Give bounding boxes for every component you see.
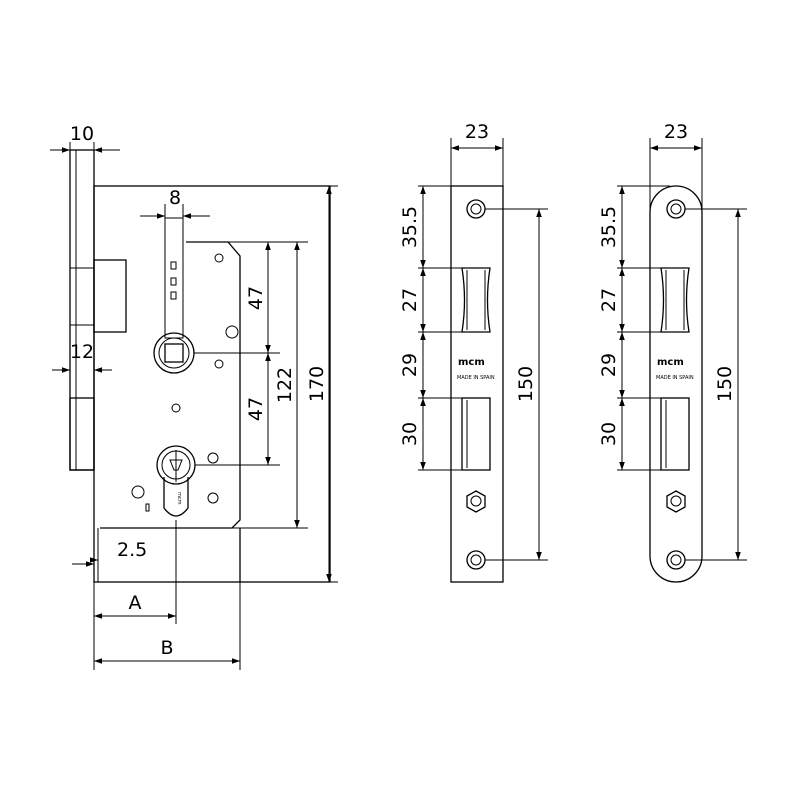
spindle-square [164, 343, 184, 363]
bolt-opening [461, 397, 491, 471]
screw-hole-top [466, 199, 486, 219]
dim-offset: 2.5 [117, 539, 147, 561]
lock-case [93, 185, 331, 583]
strike-brand: mcm [657, 357, 684, 368]
bolt-opening [660, 397, 690, 471]
dim-strike-latch: 27 [399, 288, 421, 312]
dim-a: A [129, 592, 142, 614]
follower-hub [153, 332, 195, 374]
strike-square-dimensions: 23 35.5 27 29 30 150 [399, 121, 548, 561]
dim-strike-latch: 27 [598, 288, 620, 312]
strike-plate-outline [450, 185, 504, 583]
dim-strike-gap: 29 [598, 353, 620, 377]
dim-strike-width: 23 [465, 121, 489, 143]
dim-b: B [160, 637, 173, 659]
dim-strike-top: 35.5 [399, 206, 421, 248]
screw-hole-top [666, 199, 686, 219]
strike-plate-square: mcm MADE IN SPAIN [450, 185, 504, 583]
dim-strike-bolt: 30 [399, 422, 421, 446]
screw-hole-hex [666, 490, 686, 513]
dim-body-height: 170 [306, 366, 328, 402]
lock-body-dimensions: 10 8 12 47 47 122 170 [50, 123, 338, 670]
screw-hole [171, 403, 181, 413]
strike-brand: mcm [458, 357, 485, 368]
strike-plate-round: mcm MADE IN SPAIN [649, 185, 703, 583]
screw-hole [207, 452, 219, 464]
screw-hole [225, 325, 239, 339]
screw-hole [214, 359, 224, 369]
screw-hole-bottom [466, 550, 486, 570]
dim-upper-spacing: 47 [245, 286, 267, 310]
dim-faceplate-thickness: 10 [70, 123, 94, 145]
lock-body: mcm [69, 149, 331, 583]
strike-made-in: MADE IN SPAIN [656, 375, 694, 381]
cylinder-brand: mcm [176, 492, 182, 505]
latch-bolt [93, 259, 127, 333]
dim-strike-top: 35.5 [598, 206, 620, 248]
latch-opening [660, 267, 690, 333]
dim-strike-screws: 150 [515, 366, 537, 402]
screw-hole-bottom [666, 550, 686, 570]
strike-plate-outline [649, 185, 703, 583]
inner-plate [100, 241, 241, 529]
strike-made-in: MADE IN SPAIN [457, 375, 495, 381]
latch-opening [461, 267, 491, 333]
dim-follower-width: 8 [169, 187, 181, 209]
deadbolt [69, 397, 95, 471]
screw-hole [214, 253, 224, 263]
dim-strike-width: 23 [664, 121, 688, 143]
screw-hole [131, 485, 145, 499]
dim-lower-spacing: 47 [245, 397, 267, 421]
faceplate [69, 149, 95, 471]
strike-round-dimensions: 23 35.5 27 29 30 150 [598, 121, 747, 561]
dim-latch-projection: 12 [70, 341, 94, 363]
dim-strike-gap: 29 [399, 353, 421, 377]
dim-strike-screws: 150 [714, 366, 736, 402]
dim-strike-bolt: 30 [598, 422, 620, 446]
screw-hole [207, 492, 219, 504]
screw-hole-hex [466, 490, 486, 513]
cylinder-profile [156, 445, 196, 517]
dim-center-distance: 122 [274, 367, 296, 403]
